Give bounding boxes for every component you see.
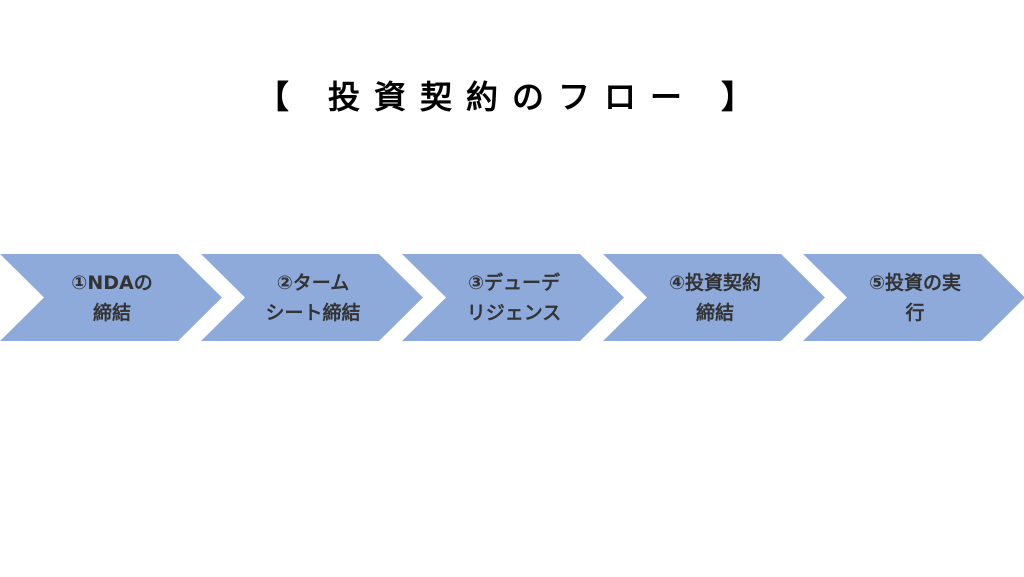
step-text-5: ⑤投資の実 行 [868, 272, 962, 324]
step-text-3: ③デューデ リジェンス [466, 272, 562, 324]
chevron-step-1 [0, 254, 222, 341]
chevron-step-2 [201, 254, 423, 341]
step-text-2: ②ターム シート締結 [265, 272, 361, 324]
step-label-1: ①NDAの 締結 [37, 260, 187, 336]
step-label-3: ③デューデ リジェンス [439, 260, 589, 336]
step-text-4: ④投資契約 締結 [668, 272, 762, 324]
step-label-4: ④投資契約 締結 [640, 260, 790, 336]
step-label-5: ⑤投資の実 行 [840, 260, 990, 336]
step-text-1: ①NDAの 締結 [71, 272, 153, 324]
chevron-step-5 [803, 254, 1024, 341]
diagram-title: 【 投資契約のフロー 】 [256, 78, 768, 116]
step-label-2: ②ターム シート締結 [238, 260, 388, 336]
chevron-step-3 [402, 254, 624, 341]
chevron-step-4 [603, 254, 825, 341]
